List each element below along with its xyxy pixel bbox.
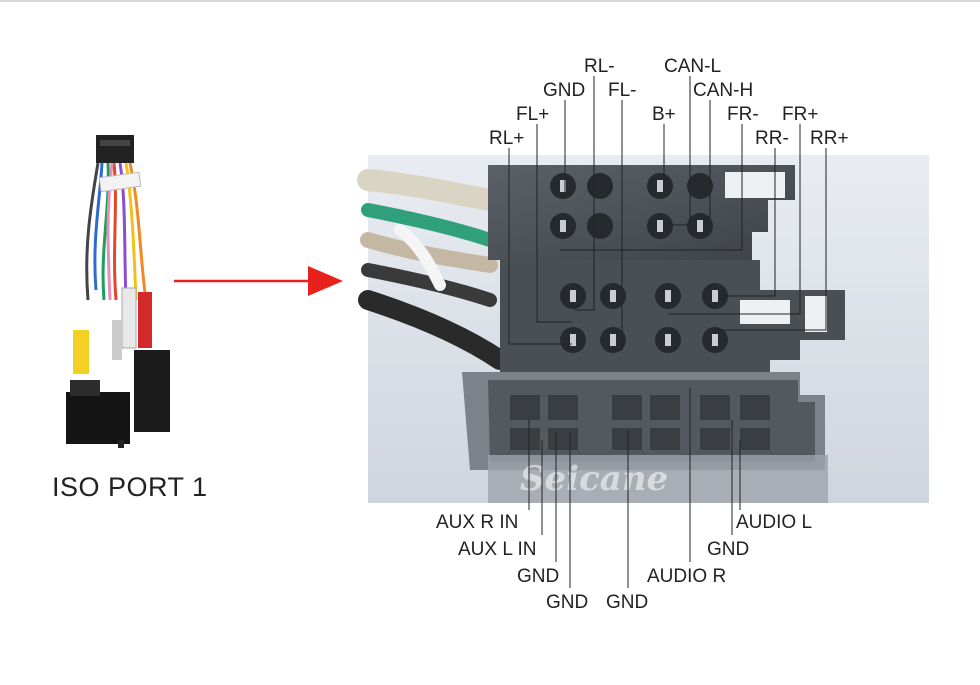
pin-label-can-l: CAN-L [664, 56, 721, 77]
watermark-text: Seicane [520, 459, 668, 499]
top-divider [0, 0, 980, 2]
connector-photo: Seicane [357, 155, 929, 503]
pin-label-audio-r: AUDIO R [647, 566, 726, 587]
pin-label-gnd: GND [543, 80, 585, 101]
leader-lines [508, 76, 827, 588]
harness-thumbnail [66, 135, 170, 448]
pin-label-rl-plus: RL+ [489, 128, 524, 149]
pin-label-rr-minus: RR- [755, 128, 789, 149]
pin-label-gnd-3: GND [606, 592, 648, 613]
pin-label-can-h: CAN-H [693, 80, 753, 101]
pin-label-fr-plus: FR+ [782, 104, 818, 125]
pin-label-fr-minus: FR- [727, 104, 759, 125]
pin-label-gnd-4: GND [707, 539, 749, 560]
top-pin-labels: RL- CAN-L GND FL- CAN-H FL+ B+ FR- FR+ R… [489, 56, 849, 149]
pin-label-rl-minus: RL- [584, 56, 615, 77]
bottom-pin-labels: AUX R IN AUX L IN GND GND GND AUDIO R GN… [436, 512, 812, 613]
pin-label-audio-l: AUDIO L [736, 512, 812, 533]
pin-label-gnd-2: GND [546, 592, 588, 613]
pin-label-rr-plus: RR+ [810, 128, 849, 149]
pin-label-fl-minus: FL- [608, 80, 637, 101]
port-title: ISO PORT 1 [52, 472, 208, 502]
pin-label-fl-plus: FL+ [516, 104, 549, 125]
pin-label-aux-l-in: AUX L IN [458, 539, 537, 560]
pin-label-b-plus: B+ [652, 104, 676, 125]
pin-label-aux-r-in: AUX R IN [436, 512, 518, 533]
pin-label-gnd-1: GND [517, 566, 559, 587]
